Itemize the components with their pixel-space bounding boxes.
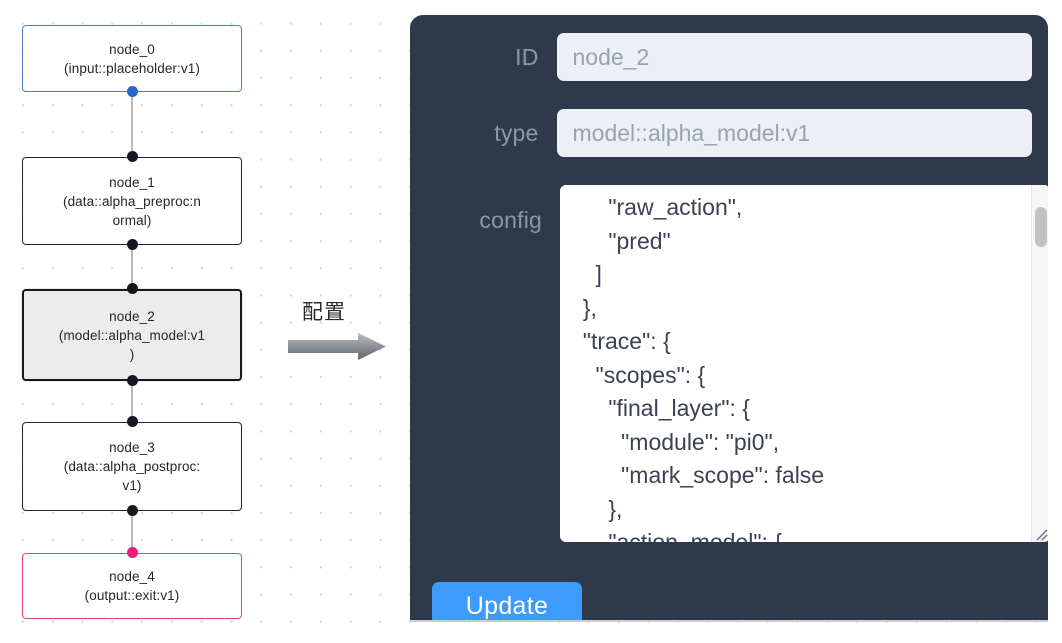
node_4-input-port[interactable]	[126, 547, 138, 558]
config-textarea[interactable]: "raw_action", "pred" ] }, "trace": { "sc…	[560, 185, 1032, 542]
node-id-label: node_0	[109, 41, 155, 57]
node-id-label: node_1	[109, 174, 155, 190]
node-id-label: node_2	[109, 308, 155, 324]
node-type-label2: ormal)	[112, 212, 152, 228]
node-id-label: node_3	[109, 440, 155, 455]
node-type-label2: v1)	[122, 478, 142, 493]
field-row-type: type	[432, 109, 1032, 157]
id-input[interactable]	[556, 33, 1032, 81]
node_2-output-port[interactable]	[126, 375, 138, 386]
node-type-label: (data::alpha_preproc:n	[62, 193, 202, 209]
graph-node-node_2[interactable]: node_2 (model::alpha_model:v1 )	[22, 289, 242, 381]
node_3-output-port[interactable]	[126, 505, 138, 516]
edge-node0-node1	[131, 92, 133, 162]
config-field-label: config	[479, 207, 542, 233]
node-type-label: (output::exit:v1)	[84, 588, 180, 603]
node-type-label: (input::placeholder:v1)	[64, 60, 200, 76]
node_3-input-port[interactable]	[126, 416, 138, 427]
edge-node1-node2	[131, 244, 133, 294]
annotation-label: 配置	[302, 300, 346, 324]
node_0-output-port[interactable]	[126, 86, 138, 97]
id-field-label: ID	[515, 43, 539, 70]
field-row-id: ID	[432, 33, 1032, 81]
node-graph-canvas[interactable]: node_0 (input::placeholder:v1) node_1 (d…	[0, 0, 400, 643]
graph-node-node_3[interactable]: node_3 (data::alpha_postproc: v1)	[22, 422, 242, 511]
type-field-label: type	[494, 119, 539, 146]
graph-node-node_0[interactable]: node_0 (input::placeholder:v1)	[22, 25, 242, 92]
right-arrow-icon	[288, 333, 386, 360]
node-type-label: (model::alpha_model:v1	[58, 327, 206, 343]
node-config-panel: ID type config "raw_action", "pred" ] },…	[410, 15, 1048, 622]
field-row-config: config "raw_action", "pred" ] }, "trace"…	[432, 185, 1048, 542]
node_1-output-port[interactable]	[126, 239, 138, 250]
resize-handle-icon[interactable]	[1032, 525, 1048, 541]
config-scrollbar-thumb[interactable]	[1035, 207, 1047, 247]
config-editor[interactable]: "raw_action", "pred" ] }, "trace": { "sc…	[560, 185, 1048, 542]
node-id-label: node_4	[109, 569, 155, 584]
config-scrollbar[interactable]	[1031, 185, 1048, 542]
edge-node3-node4	[131, 511, 133, 548]
graph-node-node_1[interactable]: node_1 (data::alpha_preproc:n ormal)	[22, 157, 242, 245]
node_2-input-port[interactable]	[126, 283, 138, 294]
node-type-label2: )	[129, 346, 135, 362]
node_1-input-port[interactable]	[126, 151, 138, 162]
update-button[interactable]: Update	[432, 582, 582, 622]
annotation-group: 配置	[288, 296, 398, 366]
node-type-label: (data::alpha_postproc:	[63, 459, 201, 474]
graph-node-node_4[interactable]: node_4 (output::exit:v1)	[22, 553, 242, 619]
type-input[interactable]	[556, 109, 1032, 157]
edge-node2-node3	[131, 376, 133, 423]
